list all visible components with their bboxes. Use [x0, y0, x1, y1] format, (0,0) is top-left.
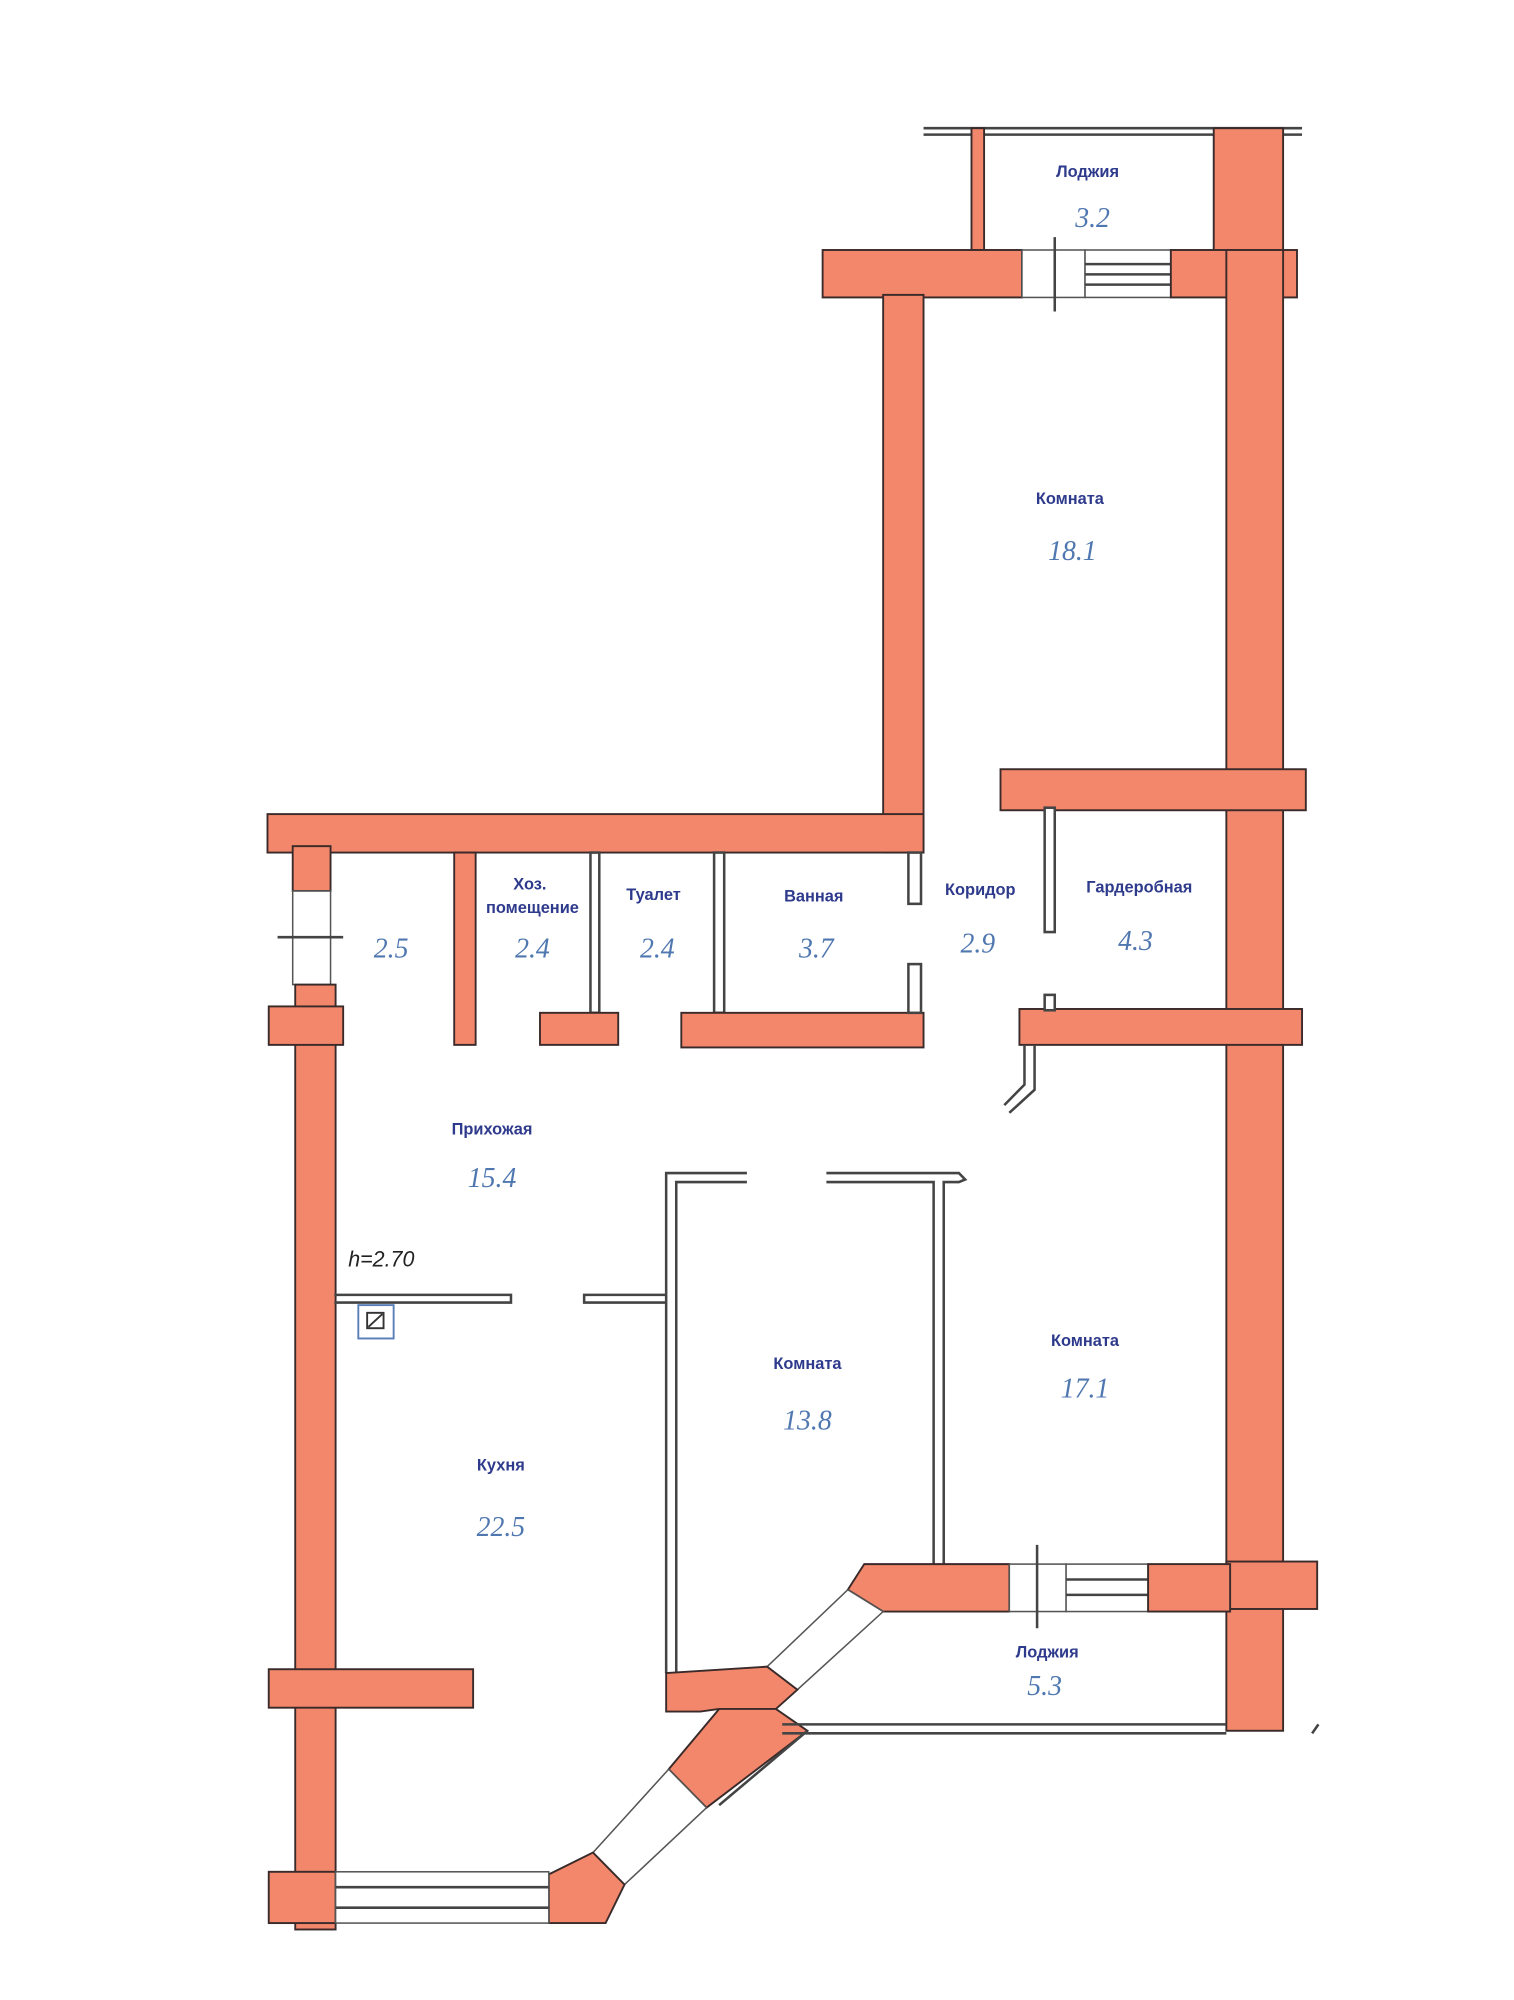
svg-text:22.5: 22.5	[477, 1512, 526, 1543]
svg-text:18.1: 18.1	[1048, 536, 1097, 567]
wall-left-18	[882, 293, 925, 854]
svg-text:4.3: 4.3	[1118, 926, 1153, 957]
room-loggia-top: Лоджия 3.2	[1056, 162, 1119, 234]
svg-text:помещение: помещение	[486, 898, 579, 917]
window-left	[277, 890, 344, 986]
svg-text:Коридор: Коридор	[945, 880, 1016, 899]
room-bedroom-18: Комната 18.1	[1036, 489, 1105, 568]
inner-partitions	[334, 1171, 968, 1674]
svg-text:2.5: 2.5	[374, 934, 409, 965]
svg-text:Лоджия: Лоджия	[1056, 162, 1119, 181]
vent-shaft-icon	[357, 1304, 395, 1340]
wall-bottom	[334, 1544, 1320, 1925]
wall-wardrobe-top	[999, 768, 1307, 812]
svg-text:Хоз.: Хоз.	[513, 875, 546, 894]
svg-text:Ванная: Ванная	[784, 886, 843, 905]
svg-text:2.4: 2.4	[640, 934, 675, 965]
svg-text:2.4: 2.4	[515, 934, 550, 965]
svg-text:17.1: 17.1	[1061, 1373, 1110, 1404]
svg-text:15.4: 15.4	[468, 1163, 517, 1194]
svg-text:13.8: 13.8	[783, 1405, 832, 1436]
svg-text:Кухня: Кухня	[477, 1455, 525, 1474]
room-vestibule: 2.5	[374, 934, 409, 965]
room-loggia-bottom: Лоджия 5.3	[1016, 1643, 1079, 1702]
ceiling-height: h=2.70	[348, 1247, 414, 1272]
wall-right-exterior	[1225, 249, 1285, 1732]
room-bathroom: Ванная 3.7	[784, 886, 843, 965]
svg-text:3.7: 3.7	[798, 934, 835, 965]
svg-text:Прихожая: Прихожая	[452, 1119, 533, 1138]
svg-text:Комната: Комната	[1051, 1331, 1120, 1350]
room-wardrobe: Гардеробная 4.3	[1086, 877, 1192, 957]
wall-wardrobe-bottom	[1018, 1008, 1303, 1046]
wall-top-left	[266, 813, 925, 854]
room-hallway: Прихожая 15.4	[452, 1119, 533, 1194]
room-toilet: Туалет 2.4	[626, 885, 681, 965]
svg-text:Туалет: Туалет	[626, 885, 681, 904]
room-corridor: Коридор 2.9	[945, 880, 1016, 960]
room-kitchen: Кухня 22.5	[477, 1455, 526, 1543]
svg-text:2.9: 2.9	[960, 928, 995, 959]
wall-left-exterior	[294, 983, 337, 1931]
room-bedroom-13: Комната 13.8	[773, 1354, 842, 1436]
room-bedroom-17: Комната 17.1	[1051, 1331, 1120, 1404]
room-storage: Хоз. помещение 2.4	[486, 875, 579, 965]
svg-text:3.2: 3.2	[1074, 203, 1110, 234]
svg-text:Гардеробная: Гардеробная	[1086, 877, 1192, 896]
svg-text:5.3: 5.3	[1027, 1671, 1062, 1702]
svg-text:Комната: Комната	[1036, 489, 1105, 508]
svg-text:Лоджия: Лоджия	[1016, 1643, 1079, 1662]
svg-text:Комната: Комната	[773, 1354, 842, 1373]
